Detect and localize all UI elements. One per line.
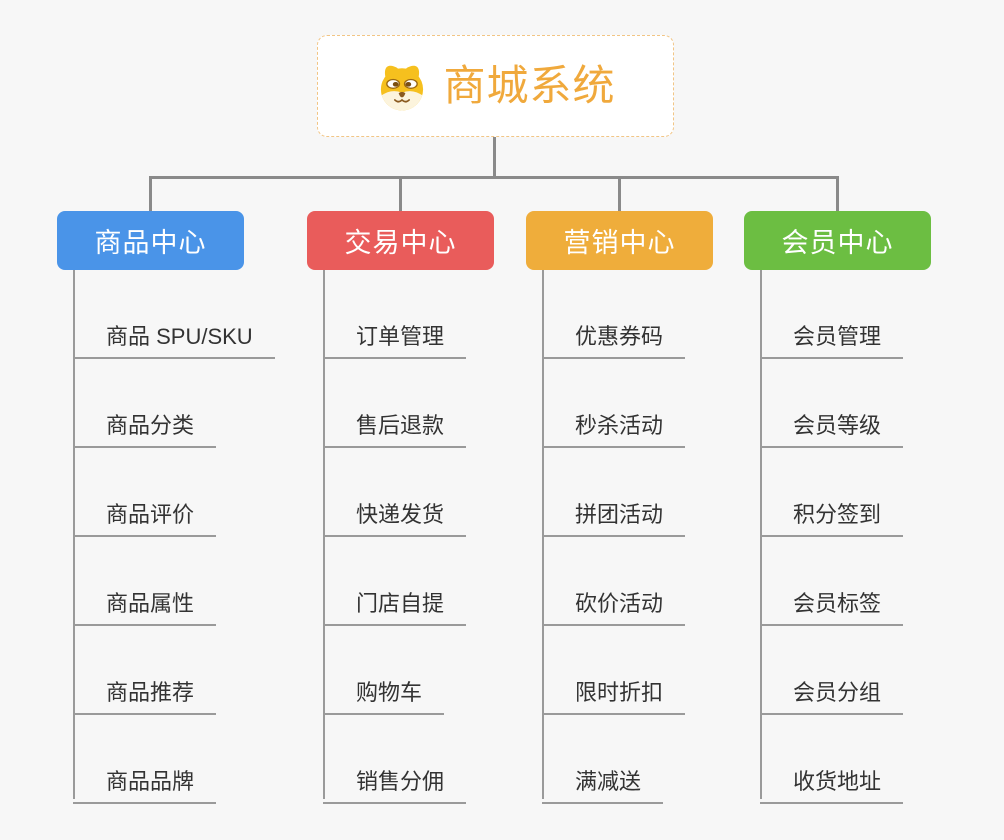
- list-item: 积分签到: [744, 448, 1004, 537]
- topic-label[interactable]: 售后退款: [323, 413, 467, 448]
- branch-trunk-line: [542, 270, 544, 799]
- connector-drop-marketing: [618, 176, 621, 212]
- list-item: 商品品牌: [57, 715, 317, 804]
- list-item: 商品推荐: [57, 626, 317, 715]
- branch-trade: 交易中心 订单管理 售后退款 快递发货 门店自提 购物车 销售分佣: [307, 211, 567, 804]
- branch-node-members[interactable]: 会员中心: [744, 211, 931, 270]
- branch-node-products[interactable]: 商品中心: [57, 211, 244, 270]
- list-item: 快递发货: [307, 448, 567, 537]
- list-item: 商品分类: [57, 359, 317, 448]
- branch-node-marketing[interactable]: 营销中心: [526, 211, 713, 270]
- root-title: 商城系统: [443, 62, 616, 109]
- branch-products: 商品中心 商品 SPU/SKU 商品分类 商品评价 商品属性 商品推荐 商品品牌: [57, 211, 317, 804]
- branch-marketing-children: 优惠券码 秒杀活动 拼团活动 砍价活动 限时折扣 满减送: [526, 270, 786, 804]
- list-item: 购物车: [307, 626, 567, 715]
- list-item: 优惠券码: [526, 270, 786, 359]
- topic-label[interactable]: 拼团活动: [542, 502, 686, 537]
- list-item: 收货地址: [744, 715, 1004, 804]
- branch-trunk-line: [323, 270, 325, 799]
- list-item: 订单管理: [307, 270, 567, 359]
- topic-label[interactable]: 商品评价: [73, 502, 217, 537]
- branch-trade-children: 订单管理 售后退款 快递发货 门店自提 购物车 销售分佣: [307, 270, 567, 804]
- topic-label[interactable]: 商品分类: [73, 413, 217, 448]
- list-item: 满减送: [526, 715, 786, 804]
- topic-label[interactable]: 收货地址: [760, 769, 904, 804]
- topic-label[interactable]: 会员等级: [760, 413, 904, 448]
- list-item: 售后退款: [307, 359, 567, 448]
- list-item: 秒杀活动: [526, 359, 786, 448]
- list-item: 拼团活动: [526, 448, 786, 537]
- topic-label[interactable]: 积分签到: [760, 502, 904, 537]
- topic-label[interactable]: 商品属性: [73, 591, 217, 626]
- topic-label[interactable]: 优惠券码: [542, 324, 686, 359]
- connector-root-stub: [493, 137, 496, 178]
- topic-label[interactable]: 商品推荐: [73, 680, 217, 715]
- topic-label[interactable]: 限时折扣: [542, 680, 686, 715]
- topic-label[interactable]: 会员分组: [760, 680, 904, 715]
- list-item: 商品 SPU/SKU: [57, 270, 317, 359]
- list-item: 商品评价: [57, 448, 317, 537]
- topic-label[interactable]: 砍价活动: [542, 591, 686, 626]
- connector-drop-members: [836, 176, 839, 212]
- branch-members-children: 会员管理 会员等级 积分签到 会员标签 会员分组 收货地址: [744, 270, 1004, 804]
- list-item: 会员等级: [744, 359, 1004, 448]
- topic-label[interactable]: 满减送: [542, 769, 664, 804]
- list-item: 商品属性: [57, 537, 317, 626]
- list-item: 门店自提: [307, 537, 567, 626]
- topic-label[interactable]: 商品 SPU/SKU: [73, 324, 275, 359]
- list-item: 会员标签: [744, 537, 1004, 626]
- branch-members: 会员中心 会员管理 会员等级 积分签到 会员标签 会员分组 收货地址: [744, 211, 1004, 804]
- branch-trunk-line: [760, 270, 762, 799]
- topic-label[interactable]: 会员标签: [760, 591, 904, 626]
- list-item: 限时折扣: [526, 626, 786, 715]
- branch-node-trade[interactable]: 交易中心: [307, 211, 494, 270]
- connector-drop-trade: [399, 176, 402, 212]
- topic-label[interactable]: 购物车: [323, 680, 445, 715]
- list-item: 会员分组: [744, 626, 1004, 715]
- topic-label[interactable]: 门店自提: [323, 591, 467, 626]
- topic-label[interactable]: 销售分佣: [323, 769, 467, 804]
- branch-products-children: 商品 SPU/SKU 商品分类 商品评价 商品属性 商品推荐 商品品牌: [57, 270, 317, 804]
- list-item: 会员管理: [744, 270, 1004, 359]
- branch-marketing: 营销中心 优惠券码 秒杀活动 拼团活动 砍价活动 限时折扣 满减送: [526, 211, 786, 804]
- topic-label[interactable]: 快递发货: [323, 502, 467, 537]
- branch-trunk-line: [73, 270, 75, 799]
- list-item: 销售分佣: [307, 715, 567, 804]
- root-node[interactable]: 商城系统: [317, 35, 674, 137]
- topic-label[interactable]: 订单管理: [323, 324, 467, 359]
- list-item: 砍价活动: [526, 537, 786, 626]
- dog-face-icon: [375, 59, 429, 113]
- connector-horizontal: [149, 176, 839, 179]
- topic-label[interactable]: 商品品牌: [73, 769, 217, 804]
- topic-label[interactable]: 会员管理: [760, 324, 904, 359]
- topic-label[interactable]: 秒杀活动: [542, 413, 686, 448]
- connector-drop-products: [149, 176, 152, 212]
